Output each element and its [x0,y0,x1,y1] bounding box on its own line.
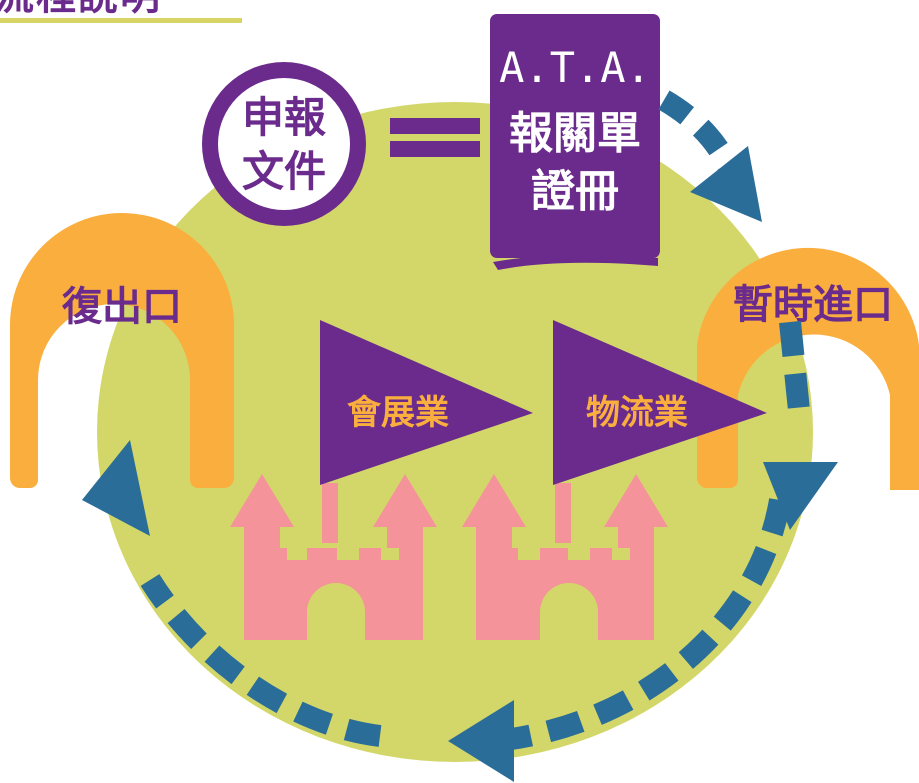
arrow-head-left [82,440,150,536]
document-badge-inner [218,78,350,210]
arrow-bottom-sweep [503,498,791,751]
arrow-head-top-right [690,146,762,222]
ata-carnet-booklet [490,14,660,270]
booklet-line1: A.T.A. [499,43,651,92]
title-underline [0,18,242,23]
castle-right [462,474,668,640]
gate-left [10,213,234,488]
equals-sign-top [390,118,480,134]
arrow-heads [82,146,838,782]
gate-right [697,247,919,490]
arrow-booklet-to-import [658,90,741,175]
document-badge-line1: 申報 [242,93,326,142]
flow-arrows [140,90,811,751]
flag-right [553,320,767,485]
document-badge-line2: 文件 [242,147,326,196]
gate-left-label: 復出口 [61,284,182,330]
arrow-head-bottom [448,700,514,782]
booklet-line2: 報關單 [509,108,641,159]
flag-left-label: 會展業 [347,393,449,433]
castle-left [230,474,437,640]
booklet-line3: 證冊 [531,166,619,217]
arrow-head-right [763,462,838,530]
page-title: 流程說明 [0,0,242,22]
flag-right-label: 物流業 [586,393,688,433]
gate-right-label: 暫時進口 [733,282,893,328]
equals-sign-bottom [390,141,480,157]
flag-left [320,320,533,485]
arrow-import-down [779,320,811,422]
